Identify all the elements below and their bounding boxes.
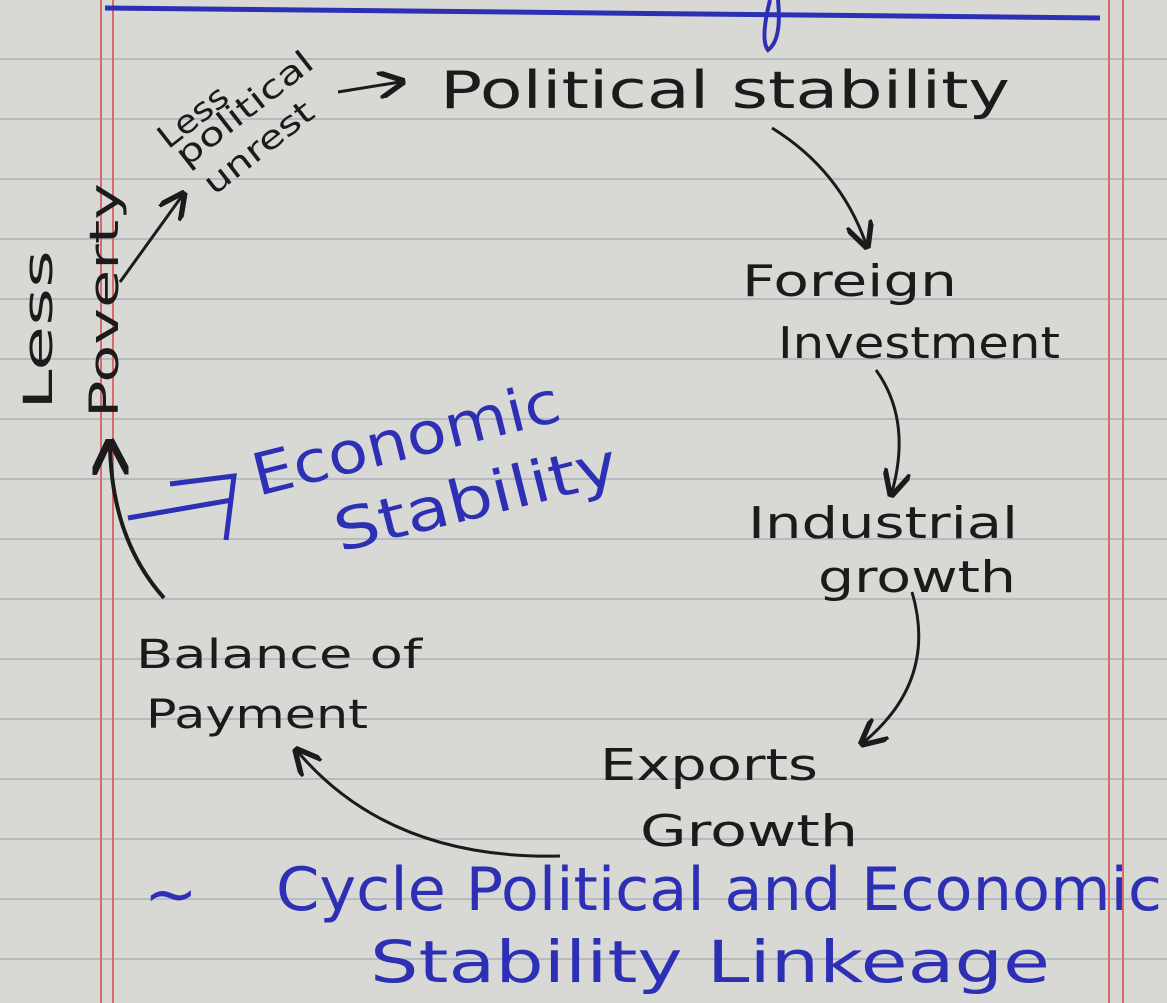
center-blue-arrow-head bbox=[169, 473, 237, 541]
arrow-exports-to-balance bbox=[298, 752, 561, 858]
right-margin-line-2 bbox=[1122, 0, 1124, 1003]
arrow-poverty-to-unrest bbox=[118, 196, 182, 283]
top-blue-hook bbox=[762, 0, 781, 53]
node-foreign-investment-line1: Foreign bbox=[742, 256, 957, 307]
node-balance-of-payment-line2: Payment bbox=[146, 692, 368, 738]
node-balance-of-payment-line1: Balance of bbox=[136, 632, 423, 678]
arrow-foreign-to-industrial bbox=[874, 369, 899, 492]
caption-line2: Stability Linkeage bbox=[370, 928, 1050, 996]
node-exports-growth-line2: Growth bbox=[640, 806, 858, 857]
node-less-poverty-line2: Poverty bbox=[82, 183, 128, 418]
center-blue-arrow-line bbox=[127, 497, 233, 521]
arrow-industrial-to-exports bbox=[864, 591, 921, 742]
node-exports-growth-line1: Exports bbox=[600, 740, 818, 791]
arrow-balance-to-poverty bbox=[110, 446, 166, 600]
node-industrial-growth-line1: Industrial bbox=[748, 498, 1018, 549]
left-margin-line bbox=[100, 0, 102, 1003]
left-margin-line-2 bbox=[112, 0, 114, 1003]
node-industrial-growth-line2: growth bbox=[818, 552, 1016, 603]
caption-line1: Cycle Political and Economic bbox=[276, 855, 1162, 925]
arrow-unrest-to-stability bbox=[337, 82, 400, 92]
node-political-stability: Political stability bbox=[440, 61, 1010, 121]
node-foreign-investment-line2: Investment bbox=[778, 318, 1060, 369]
caption-tilde: ~ bbox=[144, 858, 198, 932]
arrow-stability-to-foreign bbox=[771, 126, 866, 244]
top-blue-underline bbox=[104, 5, 1101, 21]
node-less-poverty-line1: Less bbox=[16, 250, 62, 410]
right-margin-line bbox=[1108, 0, 1110, 1003]
